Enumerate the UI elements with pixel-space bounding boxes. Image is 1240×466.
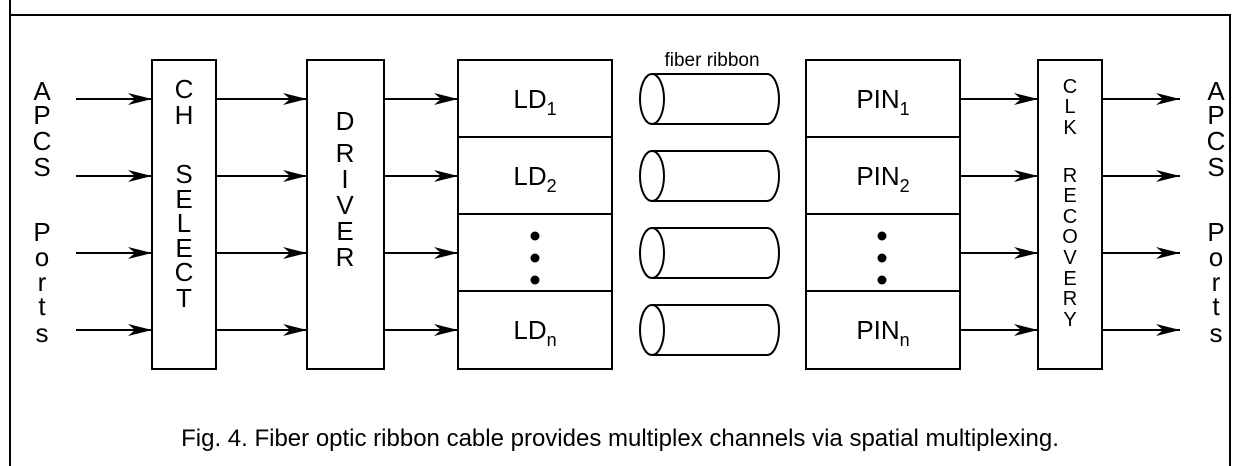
ch-select-letter: S	[175, 159, 192, 189]
ld-label: LD2	[513, 161, 556, 196]
pin-label: PIN1	[856, 84, 909, 119]
port-letter: t	[1212, 291, 1220, 321]
port-letter: P	[1207, 217, 1224, 247]
clk-recovery-letter: E	[1063, 268, 1076, 290]
port-letter: A	[33, 76, 51, 106]
clk-recovery-letter: L	[1064, 96, 1075, 118]
clk-recovery-letter: K	[1063, 117, 1077, 139]
signal-arrows	[76, 93, 1180, 336]
fiber-cylinder	[639, 73, 780, 125]
clk-recovery-letter: C	[1063, 206, 1077, 228]
ld-label: LD1	[513, 84, 556, 119]
port-letter: o	[1209, 242, 1223, 272]
ch-select-letter: E	[175, 184, 192, 214]
port-letter: C	[1207, 126, 1226, 156]
clk-recovery-letter: Y	[1063, 309, 1076, 331]
figure-caption: Fig. 4. Fiber optic ribbon cable provide…	[181, 425, 1059, 452]
ch-select-letter: L	[177, 208, 191, 238]
port-letter: P	[33, 100, 50, 130]
clk-recovery-letter: E	[1063, 185, 1076, 207]
ch-select-letter: E	[175, 233, 192, 263]
clk-recovery-box	[1037, 59, 1103, 370]
driver-letter: D	[336, 106, 355, 136]
driver-letter: I	[341, 164, 348, 194]
pin-ellipsis	[877, 231, 887, 285]
fiber-cylinder	[639, 304, 780, 356]
port-letter: C	[33, 126, 52, 156]
fiber-cylinder	[639, 227, 780, 279]
fiber-ribbon-label: fiber ribbon	[664, 50, 759, 71]
pin-label: PINn	[856, 315, 909, 350]
driver-letter: E	[336, 216, 353, 246]
port-letter: o	[35, 242, 49, 272]
port-letter: s	[1210, 318, 1223, 348]
driver-box	[306, 59, 385, 370]
port-letter: s	[36, 318, 49, 348]
ch-select-letter: C	[175, 257, 194, 287]
driver-letter: R	[336, 138, 355, 168]
pin-label: PIN2	[856, 161, 909, 196]
port-letter: r	[38, 267, 47, 297]
clk-recovery-letter: R	[1063, 288, 1077, 310]
ch-select-letter: T	[176, 283, 192, 313]
driver-letter: V	[336, 190, 354, 220]
port-letter: A	[1207, 76, 1225, 106]
figure-frame	[9, 0, 1231, 466]
ld-ellipsis	[530, 231, 540, 285]
fiber-cylinders	[639, 73, 780, 356]
port-letter: r	[1212, 267, 1221, 297]
ld-label: LDn	[513, 315, 556, 350]
clk-recovery-letter: V	[1063, 247, 1077, 269]
clk-recovery-letter: R	[1063, 165, 1077, 187]
clk-recovery-letter: O	[1062, 226, 1078, 248]
clk-recovery-letter: C	[1063, 76, 1077, 98]
port-letter: P	[33, 217, 50, 247]
port-letter: t	[38, 291, 46, 321]
ch-select-box	[151, 59, 217, 370]
driver-letter: R	[336, 242, 355, 272]
fiber-cylinder	[639, 150, 780, 202]
port-letter: S	[33, 152, 50, 182]
ch-select-letter: H	[175, 100, 194, 130]
port-letter: S	[1207, 152, 1224, 182]
ch-select-letter: C	[175, 74, 194, 104]
port-letter: P	[1207, 100, 1224, 130]
